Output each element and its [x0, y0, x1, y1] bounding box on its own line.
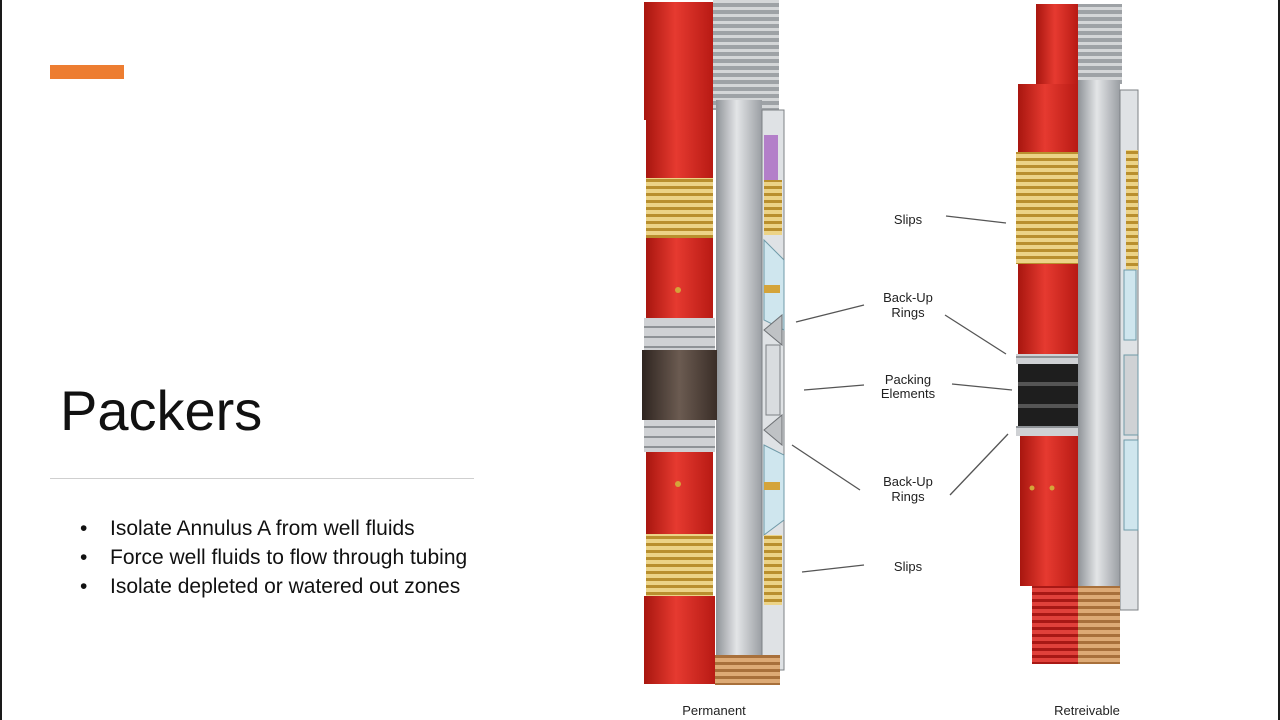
lower-backup-rings: [1016, 426, 1078, 436]
packing-element: [1018, 364, 1078, 426]
lower-slip-cut: [764, 535, 782, 605]
bullet-text: Isolate depleted or watered out zones: [110, 575, 461, 598]
leader-line: [951, 383, 1013, 391]
slide-border-right: [1278, 0, 1280, 720]
upper-body: [646, 120, 713, 180]
label-packing-line2: Elements: [881, 386, 936, 401]
lower-body: [1020, 436, 1078, 586]
leader-line: [795, 304, 865, 323]
element-seat: [765, 344, 781, 416]
bottom-sub: [715, 655, 780, 685]
top-sub: [1036, 4, 1078, 84]
bullet-text: Isolate Annulus A from well fluids: [110, 517, 415, 540]
label-slips-top: Slips: [894, 212, 923, 227]
upper-slip-cut: [764, 180, 782, 235]
packer-diagram: Slips Back-Up Rings Packing Elements Bac…: [640, 0, 1144, 720]
upper-backup-rings: [644, 318, 715, 350]
label-slips-bottom: Slips: [894, 559, 923, 574]
bottom-thread: [1032, 586, 1078, 664]
slide-title: Packers: [60, 379, 263, 442]
lower-backup-rings: [644, 420, 715, 452]
cone-body: [1018, 264, 1078, 354]
mandrel: [1078, 80, 1120, 660]
shear-screw: [764, 285, 780, 293]
label-backup-top-line2: Rings: [891, 305, 925, 320]
leader-line: [949, 433, 1009, 496]
lower-slips: [646, 534, 713, 596]
bullet-list: • Isolate Annulus A from well fluids • For…: [80, 514, 467, 601]
top-thread: [713, 0, 779, 110]
bullet-text: Force well fluids to flow through tubing: [110, 546, 468, 569]
mandrel: [716, 100, 762, 685]
lower-cone-body: [646, 452, 713, 534]
shear-ring: [764, 135, 778, 180]
bullet-item: • Force well fluids to flow through tubin…: [80, 543, 467, 572]
upper-slips: [646, 178, 713, 238]
set-screw: [675, 287, 681, 293]
label-backup-top-line1: Back-Up: [883, 290, 933, 305]
leader-line: [803, 384, 865, 391]
set-screw: [675, 481, 681, 487]
shear-screw: [764, 482, 780, 490]
packing-element: [642, 350, 717, 420]
permanent-packer: [642, 0, 785, 685]
slip-cut: [1126, 150, 1138, 270]
set-screw: [1049, 485, 1055, 491]
leader-line: [801, 564, 865, 573]
upper-backup-rings: [1016, 354, 1078, 364]
label-packing-line1: Packing: [885, 372, 931, 387]
cone-cut: [1123, 269, 1137, 341]
leader-lines: [791, 215, 1013, 573]
bottom-body: [644, 596, 715, 684]
element-seat: [1123, 354, 1139, 436]
title-divider: [50, 478, 474, 479]
backup-ring-cut: [763, 413, 783, 447]
bullet-dot-icon: •: [80, 517, 88, 540]
caption-permanent: Permanent: [682, 703, 746, 718]
packer-diagram-svg: Slips Back-Up Rings Packing Elements Bac…: [642, 0, 1139, 718]
backup-ring-cut: [763, 313, 783, 347]
set-screw: [1029, 485, 1035, 491]
leader-line: [791, 444, 861, 491]
label-backup-bottom-line1: Back-Up: [883, 474, 933, 489]
bullet-dot-icon: •: [80, 575, 88, 598]
element-spacer: [1018, 404, 1078, 408]
slips: [1016, 152, 1078, 264]
top-thread: [1078, 4, 1122, 84]
upper-cone-body: [646, 238, 713, 318]
slide-border-left: [0, 0, 2, 720]
element-spacer: [1018, 382, 1078, 386]
label-backup-bottom-line2: Rings: [891, 489, 925, 504]
top-sub: [644, 2, 713, 120]
accent-bar: [50, 65, 124, 79]
bullet-item: • Isolate Annulus A from well fluids: [80, 514, 467, 543]
lower-cone-cut: [1123, 439, 1139, 531]
bullet-dot-icon: •: [80, 546, 88, 569]
diagram-labels: Slips Back-Up Rings Packing Elements Bac…: [682, 212, 1120, 718]
upper-body: [1018, 84, 1078, 152]
retrievable-packer: [1016, 4, 1139, 664]
leader-line: [944, 314, 1007, 355]
caption-retrievable: Retreivable: [1054, 703, 1120, 718]
leader-line: [945, 215, 1007, 224]
bottom-sub: [1078, 586, 1120, 664]
bullet-item: • Isolate depleted or watered out zones: [80, 572, 467, 601]
